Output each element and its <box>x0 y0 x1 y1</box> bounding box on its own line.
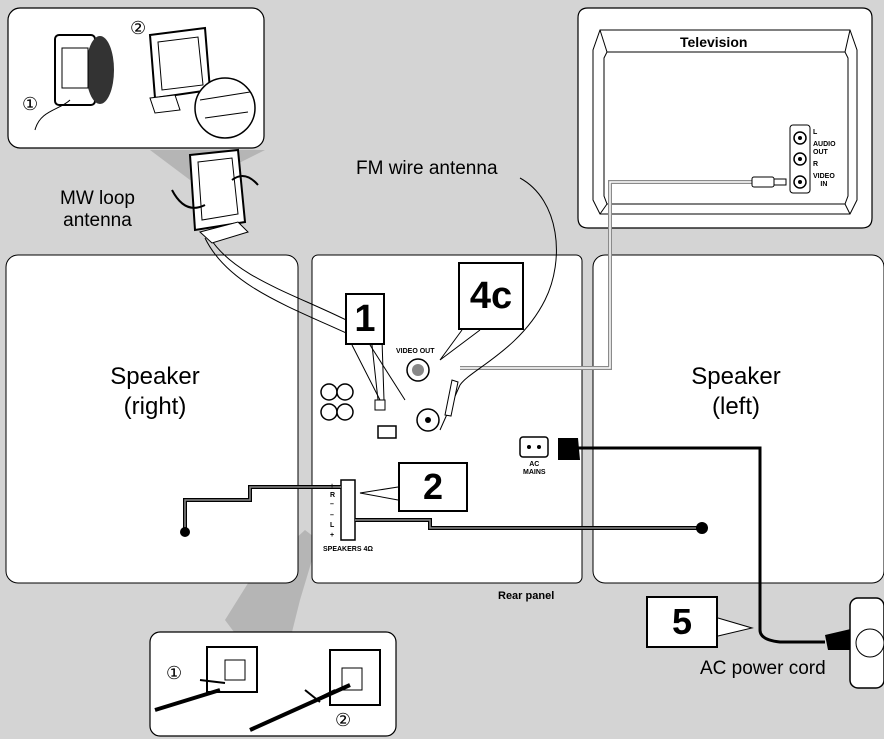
terminal-mark: R <box>330 492 336 499</box>
step4c-pointer <box>439 329 481 361</box>
rear-panel-label: Rear panel <box>498 590 555 602</box>
step5-pointer <box>717 617 754 637</box>
speaker-right-label: Speaker (right) <box>110 363 200 420</box>
am-antenna-socket <box>377 425 397 439</box>
ac-mains-label: AC MAINS <box>523 461 546 476</box>
circled-number: ② <box>335 710 352 730</box>
circled-number: ① <box>22 94 39 114</box>
fm-wire <box>439 177 557 431</box>
tv-video-in-label: VIDEO IN <box>813 173 835 188</box>
step-1-badge: 1 <box>345 293 385 345</box>
tv-video-plug <box>751 176 775 188</box>
tv-audio-r-label: R <box>813 161 819 168</box>
fm-wire-label: FM wire antenna <box>356 158 498 179</box>
ac-mains-socket <box>519 436 549 458</box>
step-5-badge: 5 <box>646 596 718 648</box>
step-2-badge: 2 <box>398 462 468 512</box>
step1-pointer <box>351 344 406 401</box>
step-4c-badge: 4c <box>458 262 524 330</box>
television <box>577 7 873 229</box>
step2-pointer <box>359 486 399 501</box>
mw-antenna-plug <box>374 399 386 411</box>
terminal-mark: – <box>330 501 334 508</box>
terminal-mark: + <box>330 483 335 490</box>
ac-plug <box>558 438 580 460</box>
mw-loop-antenna <box>171 148 259 244</box>
video-out-label: VIDEO OUT <box>396 348 435 355</box>
speaker-left-label: Speaker (left) <box>691 363 781 420</box>
terminal-mark: + <box>330 532 335 539</box>
ac-power-cord-label: AC power cord <box>700 658 826 679</box>
speaker-left-box <box>592 254 884 584</box>
terminal-mark: L <box>330 522 335 529</box>
speaker-jacks-grid <box>320 383 354 421</box>
tv-title: Television <box>680 34 748 50</box>
speaker-terminal-block <box>340 479 356 541</box>
terminal-mark: – <box>330 512 334 519</box>
speakers-terminal-label: SPEAKERS 4Ω <box>323 546 373 553</box>
mw-antenna-inset <box>7 7 265 149</box>
tv-audio-l-label: L <box>813 129 818 136</box>
circled-number: ② <box>130 18 147 38</box>
ac-power-cord <box>568 446 825 644</box>
tv-audio-out-label: AUDIO OUT <box>813 141 836 156</box>
speaker-terminal-inset <box>149 631 397 737</box>
circled-number: ① <box>166 663 183 683</box>
mw-loop-label: MW loop antenna <box>60 188 135 231</box>
